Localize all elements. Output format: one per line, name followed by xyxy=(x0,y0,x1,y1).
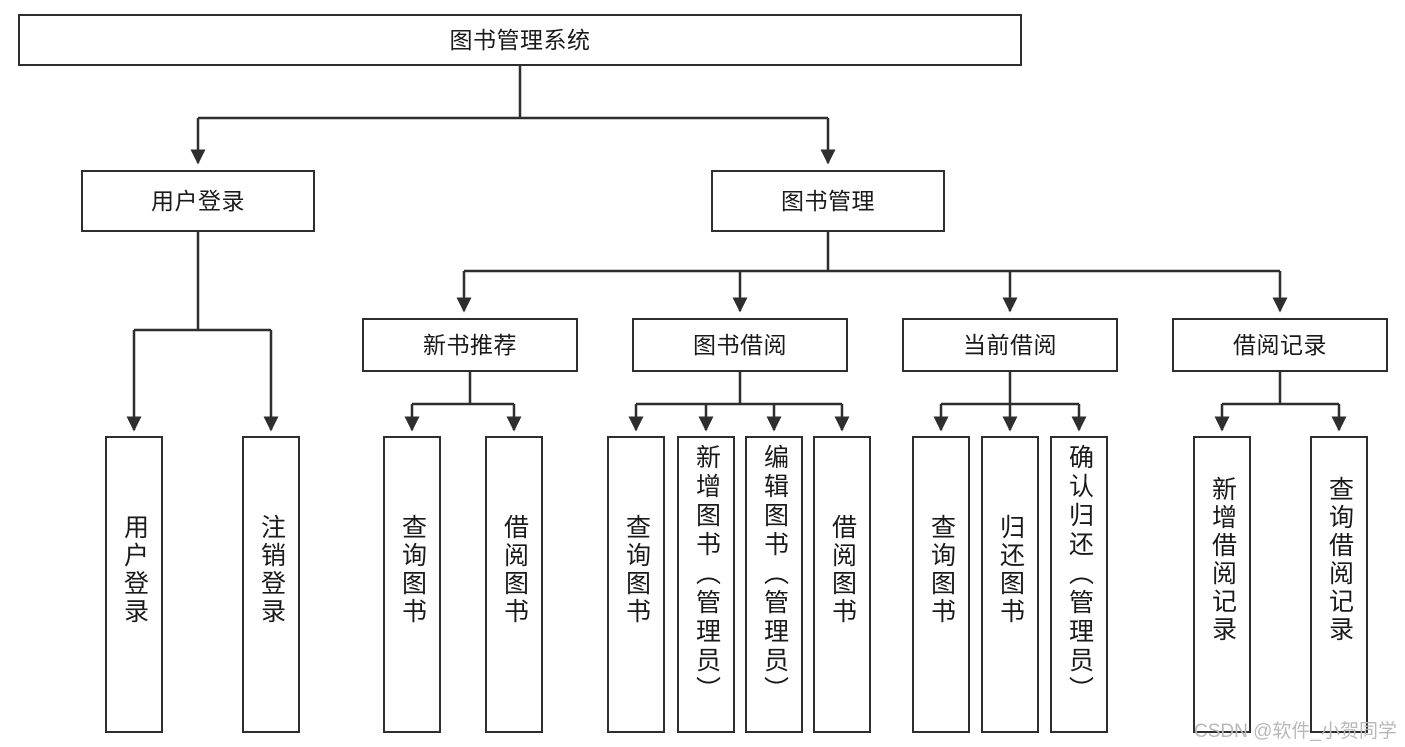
leaf-borrow-add-book-admin[interactable]: 新增图书（管理员） xyxy=(677,436,735,733)
leaf-borrow-borrow-book[interactable]: 借阅图书 xyxy=(813,436,871,733)
leaf-record-add-borrow-record[interactable]: 新增借阅记录 xyxy=(1193,436,1251,733)
node-label: 查询图书 xyxy=(927,514,956,626)
node-label: 图书管理 xyxy=(781,187,875,214)
leaf-current-confirm-return-admin[interactable]: 确认归还（管理员） xyxy=(1050,436,1108,733)
node-label: 查询图书 xyxy=(622,514,651,626)
leaf-record-query-borrow-record[interactable]: 查询借阅记录 xyxy=(1310,436,1368,733)
node-label: 查询图书 xyxy=(398,514,427,626)
node-label: 用户登录 xyxy=(120,514,149,626)
leaf-borrow-edit-book-admin[interactable]: 编辑图书（管理员） xyxy=(745,436,803,733)
node-label: 新增借阅记录 xyxy=(1208,476,1237,644)
node-label: 查询借阅记录 xyxy=(1325,476,1354,644)
node-label: 确认归还（管理员） xyxy=(1065,444,1094,705)
node-root-book-management-system[interactable]: 图书管理系统 xyxy=(18,14,1022,66)
node-borrow-record[interactable]: 借阅记录 xyxy=(1172,318,1388,372)
node-current-borrow[interactable]: 当前借阅 xyxy=(902,318,1118,372)
leaf-newbook-borrow-book[interactable]: 借阅图书 xyxy=(485,436,543,733)
node-label: 用户登录 xyxy=(151,187,245,214)
node-label: 当前借阅 xyxy=(963,331,1057,358)
node-book-borrow[interactable]: 图书借阅 xyxy=(632,318,848,372)
node-label: 借阅记录 xyxy=(1233,331,1327,358)
node-label: 注销登录 xyxy=(257,514,286,626)
node-book-management[interactable]: 图书管理 xyxy=(711,170,945,232)
node-label: 图书借阅 xyxy=(693,331,787,358)
leaf-logout[interactable]: 注销登录 xyxy=(242,436,300,733)
leaf-current-query-book[interactable]: 查询图书 xyxy=(912,436,970,733)
leaf-newbook-query-book[interactable]: 查询图书 xyxy=(383,436,441,733)
node-label: 编辑图书（管理员） xyxy=(760,444,789,705)
leaf-user-login[interactable]: 用户登录 xyxy=(105,436,163,733)
node-label: 新书推荐 xyxy=(423,331,517,358)
leaf-borrow-query-book[interactable]: 查询图书 xyxy=(607,436,665,733)
node-label: 归还图书 xyxy=(996,514,1025,626)
node-label: 新增图书（管理员） xyxy=(692,444,721,705)
node-label: 借阅图书 xyxy=(828,514,857,626)
leaf-current-return-book[interactable]: 归还图书 xyxy=(981,436,1039,733)
node-label: 图书管理系统 xyxy=(449,26,591,53)
node-new-book-recommend[interactable]: 新书推荐 xyxy=(362,318,578,372)
node-user-login[interactable]: 用户登录 xyxy=(81,170,315,232)
node-label: 借阅图书 xyxy=(500,514,529,626)
